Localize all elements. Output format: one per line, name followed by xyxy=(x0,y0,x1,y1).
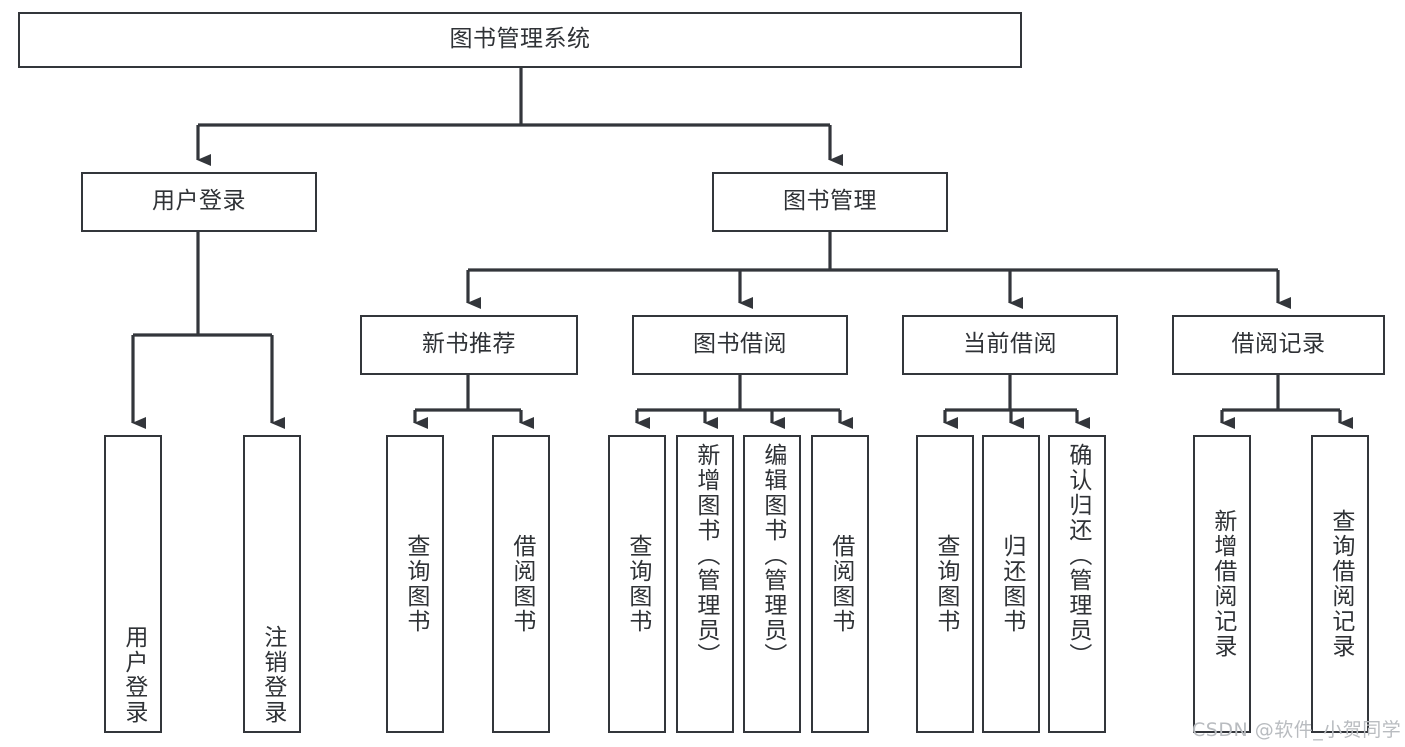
node-new-book-recommend[interactable]: 新书推荐 xyxy=(360,315,578,375)
node-label: 新增借阅记录 xyxy=(1209,509,1236,659)
node-label: 查询借阅记录 xyxy=(1327,509,1354,659)
node-label: 查询图书 xyxy=(402,534,429,634)
node-label: 当前借阅 xyxy=(963,331,1057,358)
node-leaf-user-login[interactable]: 用户登录 xyxy=(104,435,162,733)
node-user-login[interactable]: 用户登录 xyxy=(81,172,317,232)
node-leaf-confirm-return-admin[interactable]: 确认归还（管理员） xyxy=(1048,435,1106,733)
node-label: 借阅记录 xyxy=(1231,331,1326,358)
node-label: 图书管理 xyxy=(783,188,877,215)
node-label: 新增图书（管理员） xyxy=(692,443,719,668)
node-label: 编辑图书（管理员） xyxy=(759,443,786,668)
node-label: 借阅图书 xyxy=(827,534,854,634)
node-leaf-add-book-admin[interactable]: 新增图书（管理员） xyxy=(676,435,734,733)
node-leaf-query-book-borrow[interactable]: 查询图书 xyxy=(608,435,666,733)
node-label: 查询图书 xyxy=(624,534,651,634)
node-book-management[interactable]: 图书管理 xyxy=(712,172,948,232)
node-leaf-logout-login[interactable]: 注销登录 xyxy=(243,435,301,733)
node-label: 查询图书 xyxy=(932,534,959,634)
node-leaf-add-borrow-record[interactable]: 新增借阅记录 xyxy=(1193,435,1251,733)
node-label: 注销登录 xyxy=(259,625,286,725)
node-label: 确认归还（管理员） xyxy=(1064,443,1091,668)
node-leaf-return-book[interactable]: 归还图书 xyxy=(982,435,1040,733)
node-leaf-edit-book-admin[interactable]: 编辑图书（管理员） xyxy=(743,435,801,733)
node-label: 借阅图书 xyxy=(508,534,535,634)
node-leaf-query-borrow-record[interactable]: 查询借阅记录 xyxy=(1311,435,1369,733)
node-leaf-borrow-book-borrow[interactable]: 借阅图书 xyxy=(811,435,869,733)
node-label: 新书推荐 xyxy=(422,331,516,358)
csdn-watermark: CSDN @软件_小贺同学 xyxy=(1192,719,1402,741)
node-label: 用户登录 xyxy=(152,188,246,215)
node-borrow-record[interactable]: 借阅记录 xyxy=(1172,315,1385,375)
node-leaf-query-book-new[interactable]: 查询图书 xyxy=(386,435,444,733)
node-label: 用户登录 xyxy=(120,625,147,725)
node-label: 图书管理系统 xyxy=(449,26,591,53)
node-book-management-system[interactable]: 图书管理系统 xyxy=(18,12,1022,68)
node-leaf-query-book-current[interactable]: 查询图书 xyxy=(916,435,974,733)
node-leaf-borrow-book-new[interactable]: 借阅图书 xyxy=(492,435,550,733)
node-current-borrow[interactable]: 当前借阅 xyxy=(902,315,1118,375)
node-label: 图书借阅 xyxy=(693,331,787,358)
node-book-borrow[interactable]: 图书借阅 xyxy=(632,315,848,375)
node-label: 归还图书 xyxy=(998,534,1025,634)
